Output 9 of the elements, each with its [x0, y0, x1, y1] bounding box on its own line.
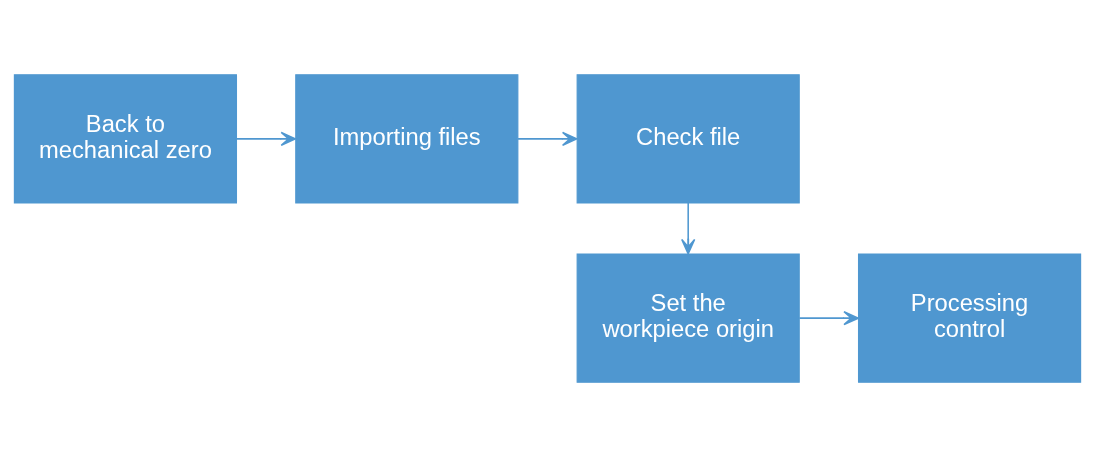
arrow [681, 201, 696, 255]
node-box: Processing control [857, 252, 1082, 383]
arrow [798, 310, 859, 325]
arrow [235, 131, 297, 146]
node-box: Importing files [295, 73, 519, 204]
arrow [517, 131, 578, 146]
node-box: Check file [576, 73, 800, 204]
node-box: Back to mechanical zero [13, 73, 238, 204]
node-box: Set the workpiece origin [576, 252, 800, 383]
